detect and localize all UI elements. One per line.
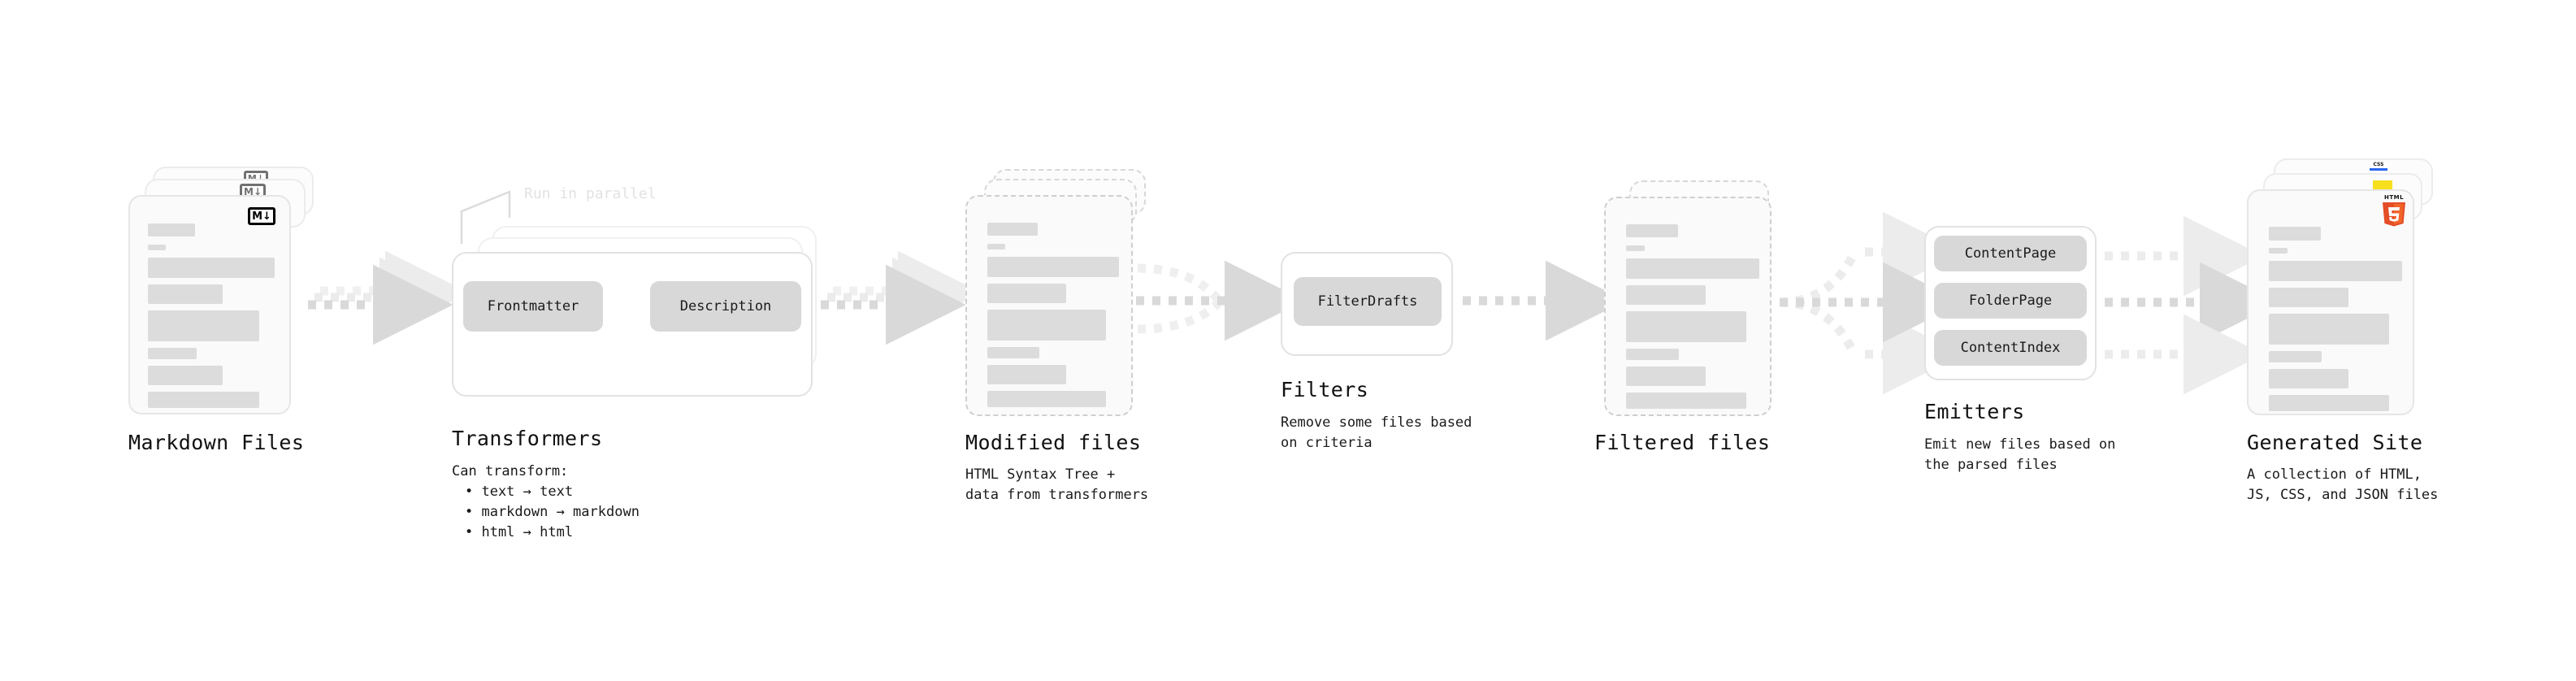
emitter-node-contentpage[interactable]: ContentPage bbox=[1934, 236, 2087, 271]
stage-title-filtered: Filtered files bbox=[1594, 431, 1771, 454]
arrow-emitters-to-generated bbox=[2105, 215, 2280, 395]
js-badge bbox=[2373, 180, 2392, 192]
stage-title-modified: Modified files bbox=[965, 431, 1142, 454]
emitter-node-folderpage-label: FolderPage bbox=[1968, 293, 2053, 309]
generated-desc-line1: A collection of HTML, bbox=[2247, 466, 2422, 483]
transformer-node-description[interactable]: Description bbox=[650, 281, 801, 332]
doc-bar bbox=[2269, 288, 2348, 307]
arrow-markdown-to-transformers bbox=[308, 250, 466, 345]
emitter-node-folderpage[interactable]: FolderPage bbox=[1934, 283, 2087, 319]
doc-bar bbox=[148, 348, 197, 359]
stage-title-generated: Generated Site bbox=[2247, 431, 2423, 454]
emitter-node-contentpage-label: ContentPage bbox=[1964, 245, 2057, 262]
svg-text:HTML: HTML bbox=[2384, 194, 2404, 201]
doc-bar bbox=[1626, 258, 1759, 279]
css-badge-underline bbox=[2370, 168, 2387, 171]
doc-bar bbox=[148, 258, 275, 278]
doc-bar bbox=[1626, 245, 1645, 251]
doc-bar bbox=[2269, 314, 2389, 345]
filter-node-filterdrafts-label: FilterDrafts bbox=[1317, 293, 1418, 310]
doc-bar bbox=[2269, 351, 2322, 362]
modified-desc-line1: HTML Syntax Tree + bbox=[965, 466, 1116, 483]
doc-bar bbox=[987, 310, 1106, 340]
doc-bar bbox=[1626, 285, 1706, 305]
transformers-bullet-3: • html → html bbox=[465, 524, 574, 540]
generated-site-card bbox=[2247, 189, 2414, 415]
css-badge: CSS bbox=[2370, 163, 2387, 172]
doc-bar bbox=[1626, 393, 1746, 409]
doc-bar bbox=[148, 284, 223, 304]
doc-bar bbox=[987, 365, 1066, 384]
filters-desc-line1: Remove some files based bbox=[1281, 414, 1472, 431]
doc-bar bbox=[1626, 349, 1679, 360]
modified-file-card bbox=[965, 195, 1133, 416]
doc-bar bbox=[2269, 227, 2321, 241]
transformers-bullet-2: • markdown → markdown bbox=[465, 504, 640, 520]
transformer-node-frontmatter[interactable]: Frontmatter bbox=[463, 281, 603, 332]
transformer-node-frontmatter-label: Frontmatter bbox=[487, 298, 579, 314]
arrow-modified-to-filters bbox=[1136, 260, 1305, 341]
doc-bar bbox=[2269, 248, 2288, 254]
generated-desc-line2: JS, CSS, and JSON files bbox=[2247, 487, 2439, 503]
arrow-filtered-to-emitters bbox=[1763, 211, 1963, 395]
markdown-badge-text-mid: M bbox=[243, 186, 254, 197]
doc-bar bbox=[2269, 261, 2402, 281]
arrow-transformers-to-modified bbox=[821, 250, 978, 345]
doc-bar bbox=[987, 284, 1066, 303]
doc-bar bbox=[2269, 395, 2389, 411]
doc-bar bbox=[148, 392, 259, 408]
markdown-badge-text: M bbox=[252, 210, 263, 223]
emitter-node-contentindex[interactable]: ContentIndex bbox=[1934, 330, 2087, 366]
filter-node-filterdrafts[interactable]: FilterDrafts bbox=[1294, 277, 1442, 326]
transformers-bullet-1: • text → text bbox=[465, 484, 574, 500]
stage-title-filters: Filters bbox=[1281, 378, 1369, 401]
doc-bar bbox=[987, 257, 1119, 277]
doc-bar bbox=[987, 347, 1039, 358]
doc-bar bbox=[148, 310, 259, 341]
doc-bar bbox=[1626, 311, 1746, 342]
transformer-node-description-label: Description bbox=[679, 298, 772, 314]
stage-title-transformers: Transformers bbox=[452, 427, 603, 450]
doc-bar bbox=[2269, 369, 2348, 388]
markdown-file-card bbox=[128, 195, 291, 414]
emitters-desc-line2: the parsed files bbox=[1924, 457, 2058, 473]
doc-bar bbox=[1626, 224, 1678, 237]
transformers-desc-head: Can transform: bbox=[452, 463, 569, 479]
doc-bar bbox=[148, 223, 195, 236]
stage-title-markdown: Markdown Files bbox=[128, 431, 305, 454]
filters-desc-line2: on criteria bbox=[1281, 435, 1373, 451]
doc-bar bbox=[148, 245, 166, 250]
doc-bar bbox=[987, 391, 1106, 407]
modified-desc-line2: data from transformers bbox=[965, 487, 1149, 503]
stage-title-emitters: Emitters bbox=[1924, 400, 2025, 423]
doc-bar bbox=[1626, 367, 1706, 386]
filtered-file-card bbox=[1604, 197, 1772, 416]
run-in-parallel-label: Run in parallel bbox=[524, 185, 657, 202]
emitters-desc-line1: Emit new files based on bbox=[1924, 436, 2116, 453]
doc-bar bbox=[148, 366, 223, 385]
html5-badge: HTML bbox=[2383, 194, 2405, 227]
markdown-badge: M↓ bbox=[248, 207, 275, 225]
doc-bar bbox=[987, 244, 1005, 249]
markdown-badge-text-back: M bbox=[248, 174, 257, 183]
css-badge-label: CSS bbox=[2373, 162, 2384, 167]
doc-bar bbox=[987, 223, 1038, 236]
emitter-node-contentindex-label: ContentIndex bbox=[1960, 340, 2061, 356]
